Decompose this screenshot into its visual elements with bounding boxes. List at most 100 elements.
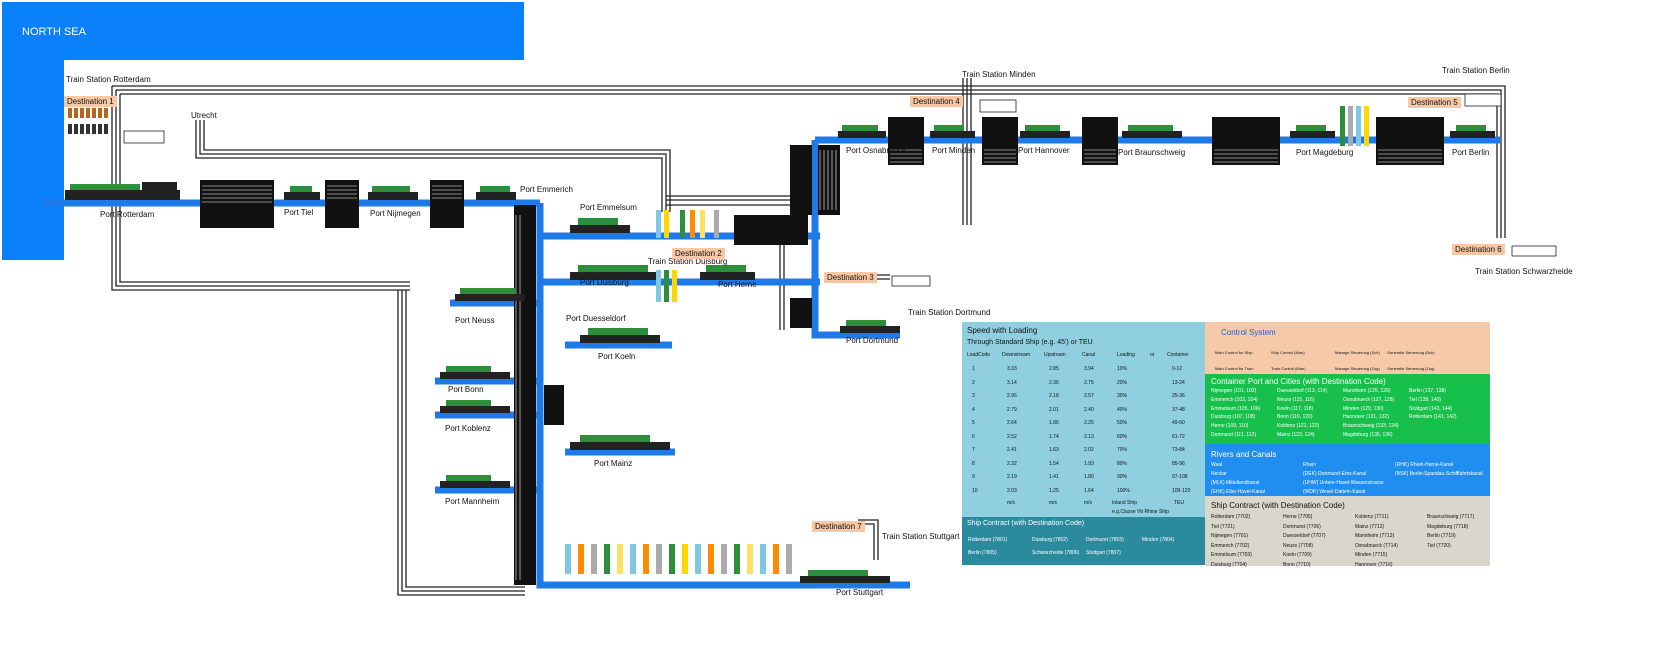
river-item[interactable]: (UHW) Untere-Havel-Wasserstrasse [1303,480,1384,486]
contract2-item[interactable]: Berlin (7719) [1427,533,1456,539]
river-item[interactable]: (WDK) Wesel-Datteln-Kanal [1303,489,1366,495]
speed-cell: 6 [972,433,975,440]
contract2-item[interactable]: Emmerich (7702) [1211,542,1250,549]
river-item[interactable]: Waal [1211,462,1223,468]
speed-cell: 2.85 [1049,366,1059,372]
container-item[interactable]: Koblenz (121, 122) [1277,423,1320,430]
ship-contract-3[interactable]: Minden (7804) [1142,537,1175,543]
contract2-item[interactable]: Duesseldorf (7707) [1283,533,1326,539]
contract2-item[interactable]: Rotterdam (7702) [1211,514,1251,520]
container-item[interactable]: Dortmund (111, 112) [1211,432,1257,438]
control-item-1[interactable]: Ship Control (Man) [1271,350,1305,355]
contract2-item[interactable]: Duisburg (7704) [1211,561,1247,568]
container-item[interactable]: Mainz (123, 124) [1277,432,1315,438]
river-item[interactable]: Neckar [1211,471,1227,477]
container-item[interactable]: Duesseldorf (113, 114) [1277,388,1328,394]
contract2-item[interactable]: Tiel (7721) [1211,523,1235,530]
station-rotterdam-label: Train Station Rotterdam [66,75,151,84]
contract2-item[interactable]: Mainz (7712) [1355,523,1385,530]
destination-2[interactable]: Destination 2 [672,248,725,259]
ship-dortmund [840,320,900,333]
container-item[interactable]: Mannheim (125, 126) [1343,388,1391,394]
destination-1[interactable]: Destination 1 [64,96,117,107]
contract2-item[interactable]: Braunschweig (7717) [1427,514,1475,520]
contract2-item[interactable]: Nijmegen (7701) [1211,533,1248,539]
speed-cell: 1 [972,366,975,372]
ship-contract-5[interactable]: Schwarzheide (7806) [1032,550,1080,556]
river-item[interactable]: (DEK) Dortmund-Ems-Kanal [1303,471,1367,477]
speed-cell: 60% [1117,433,1128,440]
speed-cell: 1.54 [1049,460,1059,467]
river-item[interactable]: (BSK) Berlin-Spandau-Schifffahrtskanal [1395,471,1483,477]
container-item[interactable]: Bonn (119, 120) [1277,414,1313,421]
container-item[interactable]: Nijmegen (101, 102) [1211,388,1257,394]
control-item-4[interactable]: Main Control for Train [1215,366,1254,371]
control-item-0[interactable]: Main Control for Ship [1215,350,1253,355]
container-item[interactable]: Herne (109, 110) [1211,423,1249,430]
contract2-item[interactable]: Koblenz (7711) [1355,514,1389,520]
destination-4[interactable]: Destination 4 [910,96,963,107]
rail-stuttgart [858,519,879,560]
container-item[interactable]: Rotterdam (141, 142) [1409,414,1457,421]
container-item[interactable]: Emmerich (103, 104) [1211,396,1258,403]
river-item[interactable]: (RHK) Rhein-Herne-Kanal [1395,462,1454,468]
ship-contract-2[interactable]: Dortmund (7803) [1086,537,1124,543]
rail-minden [962,78,972,225]
control-item-5[interactable]: Train Control (Man) [1271,366,1306,371]
contract2-item[interactable]: Hannover (7716) [1355,561,1393,568]
control-item-7[interactable]: Generelle Steuerung (Zug) [1387,366,1435,371]
container-item[interactable]: Neuss (115, 116) [1277,396,1315,403]
contract2-item[interactable]: Neuss (7708) [1283,542,1314,549]
waterway-dek [811,140,900,339]
ship-osnabrueck [838,125,886,138]
river-item[interactable]: Rhein [1303,462,1317,468]
control-item-2[interactable]: Manage Steuerung (Sch) [1335,350,1380,355]
contract2-item[interactable]: Koeln (7709) [1283,552,1312,558]
speed-cell: 2.03 [1007,487,1017,494]
station-dortmund-label: Train Station Dortmund [908,308,991,317]
speed-unit-3: Inland Ship [1112,500,1138,506]
speed-panel-subtitle: Through Standard Ship (e.g. 45') or TEU [967,339,1093,346]
ship-koeln [580,328,660,343]
ship-stuttgart [800,570,890,583]
ship-contract-1[interactable]: Duisburg (7802) [1032,537,1068,543]
destination-7[interactable]: Destination 7 [812,521,865,532]
control-item-3[interactable]: Generelle Steuerung (Sch) [1387,350,1435,355]
waterway-rhine [536,203,910,589]
container-item[interactable]: Osnabrueck (127, 128) [1343,396,1395,403]
destination-3[interactable]: Destination 3 [824,272,877,283]
ship-contract-0[interactable]: Rotterdam (7801) [968,537,1008,543]
destination-5[interactable]: Destination 5 [1408,97,1461,108]
container-item[interactable]: Emmelsum (105, 106) [1211,405,1261,412]
contract2-item[interactable]: Emmelsum (7703) [1211,552,1252,558]
container-item[interactable]: Magdeburg (135, 136) [1343,432,1393,438]
speed-unit-0: m/s [1007,500,1016,506]
contract2-item[interactable]: Minden (7715) [1355,552,1388,558]
contract2-item[interactable]: Dortmund (7706) [1283,523,1321,530]
container-item[interactable]: Braunschweig (133, 134) [1343,423,1399,430]
ship-contract-4[interactable]: Berlin (7805) [968,550,997,556]
river-item[interactable]: (MLK) Mittellandkanal [1211,480,1260,486]
container-item[interactable]: Minden (129, 130) [1343,405,1384,412]
container-item[interactable]: Koeln (117, 118) [1277,405,1314,412]
speed-panel-title: Speed with Loading [967,326,1038,335]
ship-contract-6[interactable]: Stuttgart (7807) [1086,550,1121,556]
control-item-6[interactable]: Manage Steuerung (Zug) [1335,366,1380,371]
destination-6[interactable]: Destination 6 [1452,244,1505,255]
contract2-item[interactable]: Bonn (7710) [1283,561,1311,568]
container-item[interactable]: Stuttgart (143, 144) [1409,405,1453,412]
contract2-item[interactable]: Magdeburg (7718) [1427,523,1469,530]
container-item[interactable]: Berlin (137, 138) [1409,388,1446,394]
container-item[interactable]: Tiel (139, 140) [1409,396,1442,403]
contract2-item[interactable]: Herne (7705) [1283,514,1313,520]
river-item[interactable]: (EHK) Elbe-Havel-Kanal [1211,489,1265,495]
speed-cell: 1.63 [1049,447,1059,453]
station-stuttgart-label: Train Station Stuttgart [882,532,960,541]
contract2-item[interactable]: Tiel (7720) [1427,542,1451,549]
speed-cell: 2.01 [1049,406,1059,413]
speed-cell: 2.18 [1049,393,1059,399]
container-item[interactable]: Hannover (131, 132) [1343,414,1389,421]
contract2-item[interactable]: Osnabrueck (7714) [1355,542,1398,549]
contract2-item[interactable]: Mannheim (7713) [1355,533,1395,539]
container-item[interactable]: Duisburg (107, 108) [1211,414,1256,421]
